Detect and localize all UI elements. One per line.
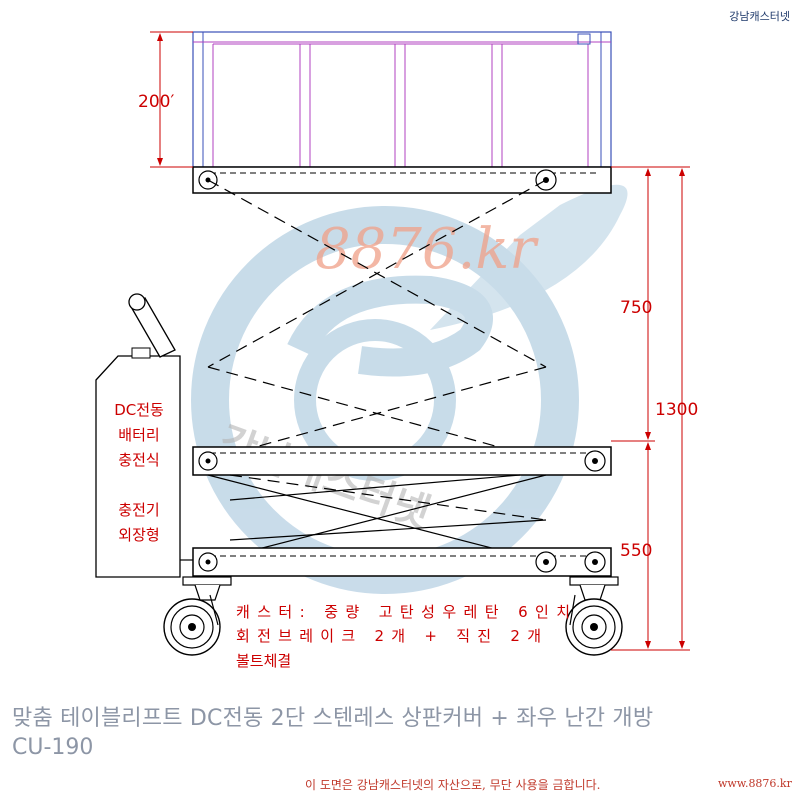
dimension-right	[611, 166, 690, 651]
base-frame	[192, 547, 612, 577]
top-platform	[192, 166, 612, 194]
dimension-label-1300: 1300	[655, 400, 698, 420]
lift-drawing: 8876.kr 강남캐스터넷	[95, 31, 698, 670]
dimension-top-panel	[150, 31, 193, 168]
controller-label: DC전동 배터리 충전식 충전기 외장형	[114, 401, 164, 544]
dimension-label-750: 750	[620, 298, 652, 318]
upper-scissor	[207, 179, 547, 461]
brand-label: 강남캐스터넷	[729, 10, 790, 23]
dimension-label-550: 550	[620, 541, 652, 561]
caster-note-line-2: 회전브레이크 2개 + 직진 2개	[236, 627, 541, 645]
watermark-site-text: 8876.kr	[315, 217, 539, 282]
caster-note: 캐스터: 중량 고탄성우레탄 6인치 회전브레이크 2개 + 직진 2개 볼트체…	[236, 603, 570, 670]
caster-note-line-1: 캐스터: 중량 고탄성우레탄 6인치	[236, 603, 570, 621]
model-code: CU-190	[12, 735, 94, 760]
controller-label-line-1: DC전동	[114, 401, 164, 419]
dimension-label-200: 200′	[138, 92, 174, 112]
watermark-logo	[191, 184, 628, 594]
caster-note-line-3: 볼트체결	[236, 652, 291, 670]
controller-label-line-5: 충전기	[118, 501, 159, 519]
middle-platform	[192, 446, 612, 476]
copyright-notice: 이 도면은 강남캐스터넷의 자산으로, 무단 사용을 금합니다.	[305, 778, 601, 792]
caster-left	[163, 576, 232, 656]
controller-box	[95, 293, 193, 578]
controller-label-line-6: 외장형	[118, 526, 159, 544]
site-link[interactable]: www.8876.kr	[718, 777, 792, 790]
top-railing	[192, 31, 612, 168]
controller-label-line-3: 충전식	[118, 451, 159, 469]
caster-right	[565, 576, 623, 656]
controller-label-line-2: 배터리	[118, 426, 159, 444]
page-title: 맞춤 테이블리프트 DC전동 2단 스텐레스 상판커버 + 좌우 난간 개방	[12, 706, 654, 731]
